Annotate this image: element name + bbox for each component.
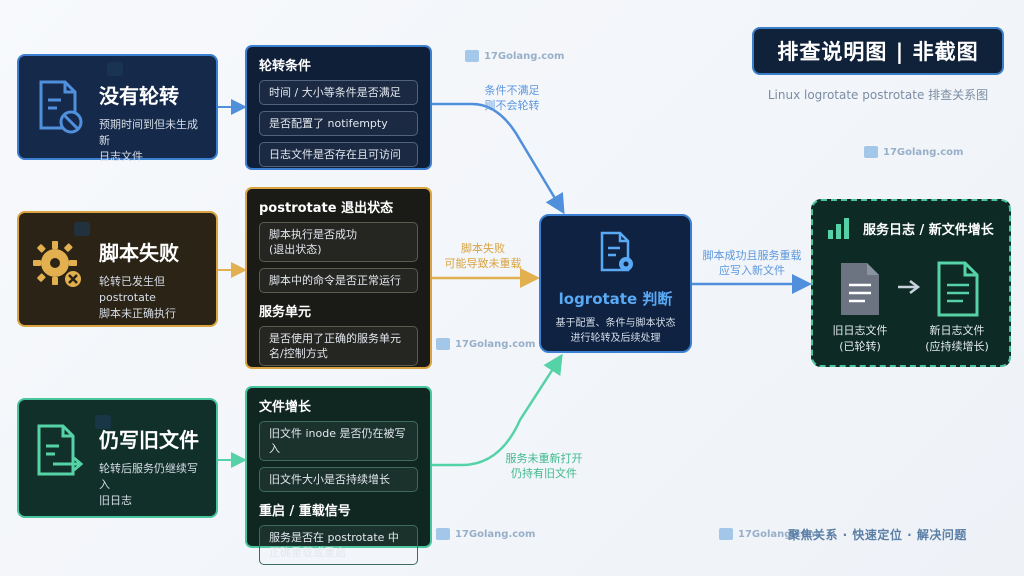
symptom-desc: 轮转已发生但 postrotate [99,275,165,304]
new-file-icon [937,261,979,317]
center-desc: 进行轮转及后续处理 [570,333,661,344]
panel-section-title: 重启 / 重载信号 [259,504,351,519]
edge-rotate-center [432,102,565,215]
symptom-title: 脚本失败 [99,241,179,265]
watermark-logo-icon [719,528,733,540]
symptom-writes-old-file: 仍写旧文件 轮转后服务仍继续写入旧日志 [17,398,218,518]
result-title: 服务日志 / 新文件增长 [863,222,994,238]
logrotate-decision-node: logrotate 判断 基于配置、条件与脚本状态进行轮转及后续处理 [539,214,692,353]
check-item: 旧文件大小是否持续增长 [259,467,418,492]
symptom-desc: 预期时间到但未生成新 [99,118,198,147]
watermark-logo-icon [74,222,90,236]
edge-label-script: 脚本失败 可能导致未重载 [444,242,522,270]
new-file-label: 新日志文件 (应持续增长) [925,324,989,353]
edge-label-conditions: 条件不满足 则不会轮转 [484,84,540,112]
check-item: 日志文件是否存在且可访问 [259,142,418,167]
file-block-icon [39,80,83,134]
check-item: 脚本执行是否成功 (退出状态) [259,222,418,262]
old-file-label: 旧日志文件 (已轮转) [832,324,888,353]
check-item: 是否配置了 notifempty [259,111,418,136]
watermark-logo-icon [436,338,450,350]
watermark-logo-icon [95,415,111,429]
check-item: 脚本中的命令是否正常运行 [259,268,418,293]
result-new-file-growth: 服务日志 / 新文件增长 旧日志文件 (已轮转) 新日志文件 (应持续增长) [811,199,1011,367]
gear-error-icon [33,241,83,289]
panel-title: 轮转条件 [259,59,312,74]
watermark-logo-icon [864,146,878,158]
arrow-right-icon [898,280,921,294]
check-item: 服务是否在 postrotate 中 正确重载或重启 [259,525,418,565]
watermark: 17Golang.com [719,528,818,540]
watermark: 17Golang.com [436,338,535,350]
symptom-title: 仍写旧文件 [99,428,199,452]
old-file-icon [841,263,879,315]
panel-section-title: 服务单元 [259,305,312,320]
panel-title: postrotate 退出状态 [259,201,394,216]
edge-label-service: 服务未重新打开 仍持有旧文件 [505,452,583,480]
watermark-logo-icon [465,50,479,62]
panel-title: 文件增长 [259,400,312,415]
check-item: 旧文件 inode 是否仍在被写入 [259,421,418,461]
symptom-title: 没有轮转 [99,84,179,108]
watermark: 17Golang.com [436,528,535,540]
page-subtitle: Linux logrotate postrotate 排查关系图 [767,88,989,102]
symptom-desc: 轮转后服务仍继续写入 [99,462,198,491]
panel-postrotate-status: postrotate 退出状态 脚本执行是否成功 (退出状态) 脚本中的命令是否… [245,187,432,369]
center-desc: 基于配置、条件与脚本状态 [555,318,676,329]
watermark-logo-icon [436,528,450,540]
watermark: 17Golang.com [864,146,963,158]
symptom-desc: 旧日志 [99,494,132,507]
file-gear-icon [600,231,633,272]
panel-rotation-conditions: 轮转条件 时间 / 大小等条件是否满足 是否配置了 notifempty 日志文… [245,45,432,170]
file-export-icon [37,424,84,476]
panel-file-growth: 文件增长 旧文件 inode 是否仍在被写入 旧文件大小是否持续增长 重启 / … [245,386,432,565]
bar-chart-icon [828,218,849,239]
watermark: 17Golang.com [465,50,564,62]
center-title: logrotate 判断 [558,290,673,308]
watermark-logo-icon [107,62,123,76]
symptom-desc: 脚本未正确执行 [99,307,176,320]
check-item: 时间 / 大小等条件是否满足 [259,80,418,105]
edge-growth-center [432,353,563,467]
edge-label-result: 脚本成功且服务重载 应写入新文件 [702,249,802,277]
check-item: 是否使用了正确的服务单元 名/控制方式 [259,326,418,366]
symptom-no-rotation: 没有轮转 预期时间到但未生成新日志文件 [17,54,218,163]
footer-slogan: 聚焦关系 · 快速定位 · 解决问题 [788,528,967,542]
symptom-script-failed: 脚本失败 轮转已发生但 postrotate 脚本未正确执行 [17,211,218,327]
symptom-desc: 日志文件 [99,150,143,163]
page-title: 排查说明图 | 非截图 [752,27,1004,75]
